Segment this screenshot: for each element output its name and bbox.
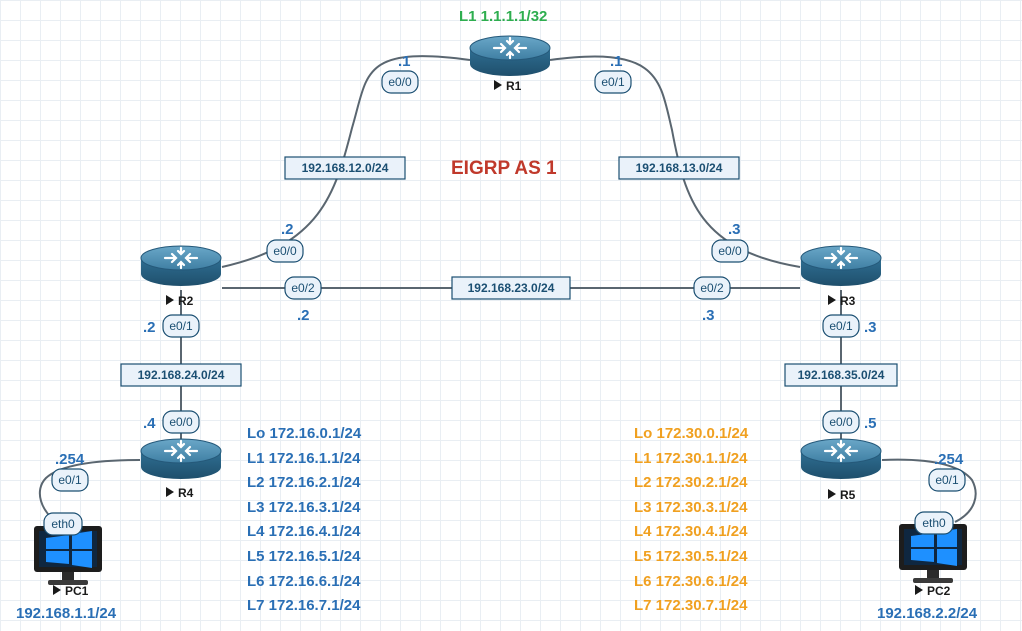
play-triangle-icon (828, 295, 836, 305)
host-number: .1 (398, 53, 411, 70)
loopback-address: L7 172.30.7.1/24 (634, 597, 748, 615)
interface-label: e0/0 (388, 75, 412, 89)
router-icon[interactable] (799, 244, 883, 288)
interface-label: e0/1 (169, 319, 193, 333)
host-number: .3 (864, 319, 877, 336)
play-triangle-icon (494, 80, 502, 90)
loopback-address: L7 172.16.7.1/24 (247, 597, 361, 615)
subnet-label-r2-r3: 192.168.23.0/24 (468, 281, 555, 295)
subnet-label-r2-r4: 192.168.24.0/24 (138, 368, 225, 382)
loopback-address: L5 172.16.5.1/24 (247, 547, 361, 565)
loopback-address: L1 172.30.1.1/24 (634, 449, 748, 467)
interface-label: e0/1 (58, 473, 82, 487)
play-triangle-icon (53, 585, 61, 595)
loopback-address: L4 172.30.4.1/24 (634, 523, 748, 541)
interface-label: eth0 (922, 516, 946, 530)
subnet-label-r1-r3: 192.168.13.0/24 (636, 161, 723, 175)
host-number: .5 (864, 415, 877, 432)
play-triangle-icon (915, 585, 923, 595)
router-icon[interactable] (139, 244, 223, 288)
interface-label: e0/1 (829, 319, 853, 333)
subnet-label-r3-r5: 192.168.35.0/24 (798, 368, 885, 382)
interface-label: e0/0 (718, 244, 742, 258)
host-number: .254 (934, 451, 964, 468)
device-name-r5: R5 (840, 488, 856, 502)
router-icon[interactable] (468, 34, 552, 78)
interface-label: e0/2 (291, 281, 315, 295)
link-r1-r2 (221, 55, 471, 268)
host-number: .3 (702, 307, 715, 324)
loopback-address: L6 172.16.6.1/24 (247, 572, 361, 590)
host-number: .2 (281, 221, 294, 238)
host-number: .3 (728, 221, 741, 238)
play-triangle-icon (166, 487, 174, 497)
host-number: .254 (55, 451, 85, 468)
loopback-address: Lo 172.30.0.1/24 (634, 425, 749, 442)
loopback-address: L4 172.16.4.1/24 (247, 523, 361, 541)
loopback-address: Lo 172.16.0.1/24 (247, 425, 362, 442)
r1-loopback-label: L1 1.1.1.1/32 (459, 8, 548, 25)
protocol-label: EIGRP AS 1 (451, 158, 557, 179)
device-name-r1: R1 (506, 79, 522, 93)
pc2-ip-label: 192.168.2.2/24 (877, 605, 978, 622)
device-name-r2: R2 (178, 294, 194, 308)
subnet-label-r1-r2: 192.168.12.0/24 (302, 161, 389, 175)
r5-loopback-list: Lo 172.30.0.1/24 L1 172.30.1.1/24 L2 172… (634, 422, 748, 619)
interface-label: eth0 (51, 517, 75, 531)
router-icon[interactable] (799, 437, 883, 481)
router-icon[interactable] (139, 437, 223, 481)
interface-label: e0/0 (169, 415, 193, 429)
interface-label: e0/0 (273, 244, 297, 258)
play-triangle-icon (166, 295, 174, 305)
device-name-r3: R3 (840, 294, 856, 308)
loopback-address: L2 172.30.2.1/24 (634, 474, 748, 492)
r4-loopback-list: Lo 172.16.0.1/24 L1 172.16.1.1/24 L2 172… (247, 422, 361, 619)
device-name-r4: R4 (178, 486, 194, 500)
interface-label: e0/0 (829, 415, 853, 429)
device-name-pc2: PC2 (927, 584, 951, 598)
interface-label: e0/2 (700, 281, 724, 295)
host-number: .1 (610, 53, 623, 70)
interface-label: e0/1 (601, 75, 625, 89)
host-number: .2 (297, 307, 310, 324)
link-r5-pc2 (881, 458, 977, 523)
interface-label: e0/1 (935, 473, 959, 487)
host-number: .2 (143, 319, 156, 336)
loopback-address: L1 172.16.1.1/24 (247, 449, 361, 467)
device-name-pc1: PC1 (65, 584, 89, 598)
loopback-address: L5 172.30.5.1/24 (634, 547, 748, 565)
loopback-address: L3 172.16.3.1/24 (247, 498, 361, 516)
host-number: .4 (143, 415, 156, 432)
play-triangle-icon (828, 489, 836, 499)
link-r4-pc1 (38, 459, 141, 525)
loopback-address: L2 172.16.2.1/24 (247, 474, 361, 492)
loopback-address: L6 172.30.6.1/24 (634, 572, 748, 590)
loopback-address: L3 172.30.3.1/24 (634, 498, 748, 516)
pc1-ip-label: 192.168.1.1/24 (16, 605, 117, 622)
